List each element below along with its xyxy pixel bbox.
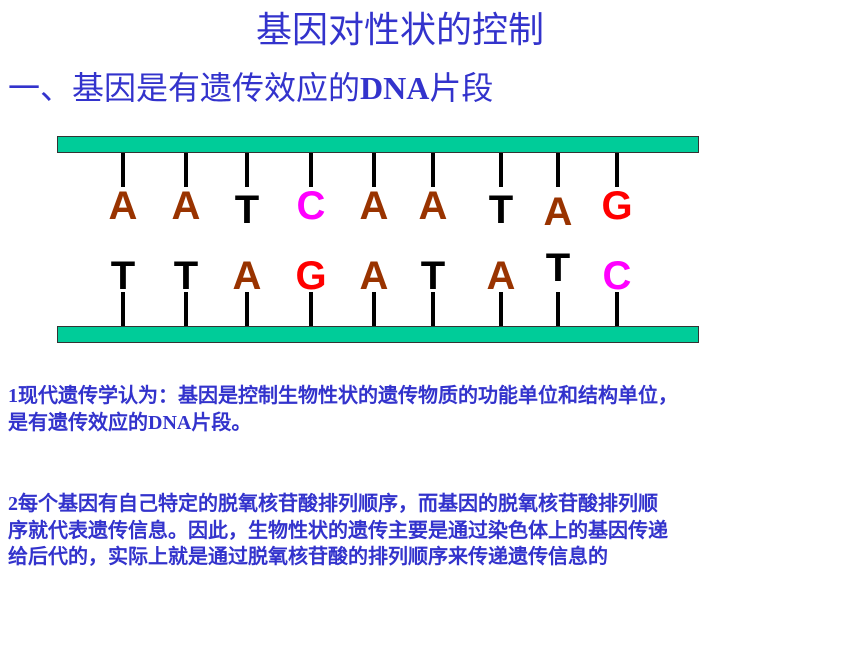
bottom-bond-line	[615, 292, 619, 326]
paragraph-1-line-1: 1现代遗传学认为：基因是控制生物性状的遗传物质的功能单位和结构单位，	[8, 382, 818, 409]
top-bond-line	[372, 153, 376, 187]
bottom-base-A: A	[359, 254, 389, 298]
paragraph-1-latin: DNA	[148, 412, 192, 434]
bottom-base-A: A	[486, 254, 516, 298]
dna-backbone-top	[57, 136, 699, 153]
top-base-G: G	[601, 184, 633, 228]
top-bond-line	[431, 153, 435, 187]
top-base-A: A	[418, 184, 448, 228]
bottom-bond-line	[431, 292, 435, 326]
bottom-bond-line	[121, 292, 125, 326]
bottom-bond-line	[372, 292, 376, 326]
section-heading: 一、基因是有遗传效应的DNA片段	[8, 66, 493, 110]
paragraph-1: 1现代遗传学认为：基因是控制生物性状的遗传物质的功能单位和结构单位， 是有遗传效…	[8, 382, 818, 436]
top-base-C: C	[296, 184, 326, 228]
top-base-A: A	[108, 184, 138, 228]
paragraph-1-text-2a: 是有遗传效应的	[8, 410, 148, 434]
bottom-bond-line	[184, 292, 188, 326]
top-base-A: A	[543, 190, 573, 234]
bottom-bond-line	[556, 292, 560, 326]
top-base-T: T	[488, 188, 514, 232]
top-base-A: A	[359, 184, 389, 228]
bottom-bond-line	[499, 292, 503, 326]
bottom-base-C: C	[602, 254, 632, 298]
paragraph-1-text-1: 现代遗传学认为：基因是控制生物性状的遗传物质的功能单位和结构单位，	[18, 383, 678, 407]
top-bond-line	[245, 153, 249, 187]
bottom-base-T: T	[545, 246, 571, 290]
top-base-A: A	[171, 184, 201, 228]
paragraph-2-line-1: 2每个基因有自己特定的脱氧核苷酸排列顺序，而基因的脱氧核苷酸排列顺	[8, 490, 818, 517]
top-bond-line	[556, 153, 560, 187]
top-bond-line	[121, 153, 125, 187]
bottom-base-A: A	[232, 254, 262, 298]
section-heading-latin: DNA	[360, 70, 430, 106]
top-base-T: T	[234, 188, 260, 232]
slide-title: 基因对性状的控制	[255, 10, 544, 51]
paragraph-1-text-2b: 片段。	[191, 410, 252, 434]
top-bond-line	[499, 153, 503, 187]
paragraph-2-line-2: 序就代表遗传信息。因此，生物性状的遗传主要是通过染色体上的基因传递	[8, 518, 668, 542]
paragraph-2: 2每个基因有自己特定的脱氧核苷酸排列顺序，而基因的脱氧核苷酸排列顺 序就代表遗传…	[8, 490, 818, 569]
bottom-bond-line	[245, 292, 249, 326]
paragraph-1-line-2: 是有遗传效应的DNA片段。	[8, 409, 818, 436]
bottom-base-T: T	[420, 254, 446, 298]
bottom-bond-line	[309, 292, 313, 326]
paragraph-2-line-3: 给后代的，实际上就是通过脱氧核苷酸的排列顺序来传递遗传信息的	[8, 544, 608, 568]
paragraph-2-number: 2	[8, 493, 18, 515]
top-bond-line	[309, 153, 313, 187]
paragraph-1-number: 1	[8, 385, 18, 407]
bottom-base-T: T	[173, 254, 199, 298]
top-bond-line	[615, 153, 619, 187]
section-heading-suffix: 片段	[429, 69, 494, 107]
paragraph-2-text-1: 每个基因有自己特定的脱氧核苷酸排列顺序，而基因的脱氧核苷酸排列顺	[18, 491, 658, 515]
bottom-base-T: T	[110, 254, 136, 298]
bottom-base-G: G	[295, 254, 327, 298]
top-bond-line	[184, 153, 188, 187]
section-heading-prefix: 一、基因是有遗传效应的	[8, 69, 361, 107]
dna-backbone-bottom	[57, 326, 699, 343]
